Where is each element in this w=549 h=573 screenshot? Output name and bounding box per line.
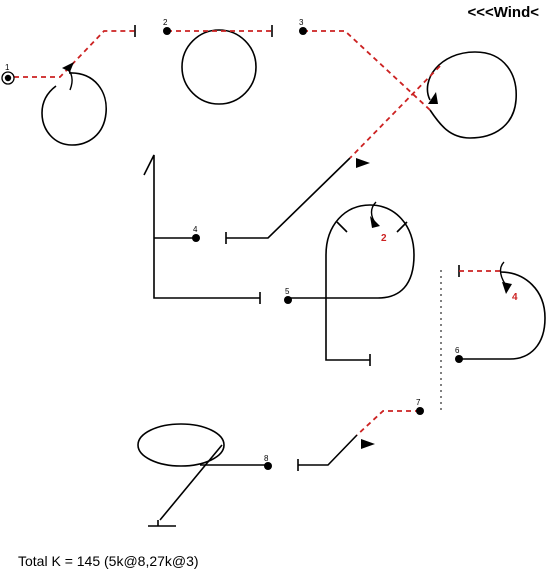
- path-6: [459, 271, 546, 360]
- loop-1: [41, 72, 107, 146]
- path-7: [298, 434, 358, 466]
- node-label-4: 4: [193, 225, 198, 234]
- loop-8: [137, 423, 225, 467]
- arrow-curve: [65, 67, 73, 91]
- node-label-6: 6: [455, 346, 460, 355]
- wind-path-7: [356, 410, 420, 436]
- node-label-3: 3: [299, 18, 304, 27]
- node-2-dot[interactable]: [163, 27, 171, 35]
- node-8-dot[interactable]: [264, 462, 272, 470]
- arrow-icon: [356, 158, 370, 168]
- node-label-7: 7: [416, 398, 421, 407]
- arrow-icon: [62, 62, 74, 72]
- arrow-icon: [428, 92, 438, 104]
- k-marker-2: 2: [381, 233, 387, 244]
- cross-5b: [396, 221, 408, 233]
- node-label-5: 5: [285, 287, 290, 296]
- arrow-curve: [370, 201, 377, 225]
- loop-2: [181, 29, 257, 105]
- node-7-dot[interactable]: [416, 407, 424, 415]
- arrow-curve: [499, 261, 509, 289]
- path-8-diagonal: [159, 444, 223, 521]
- node-5-dot[interactable]: [284, 296, 292, 304]
- node-label-1: 1: [5, 63, 10, 72]
- cross-5a: [336, 221, 348, 233]
- node-label-2: 2: [163, 18, 168, 27]
- node-4-dot[interactable]: [192, 234, 200, 242]
- loop-5: [288, 204, 415, 361]
- wind-path-3: [303, 30, 431, 111]
- wind-path-3b: [349, 65, 441, 159]
- wind-path-1: [14, 30, 135, 78]
- arrow-icon: [361, 439, 375, 449]
- node-3-dot[interactable]: [299, 27, 307, 35]
- path-4-diagonal: [226, 157, 351, 239]
- node-label-8: 8: [264, 454, 269, 463]
- total-k-label: Total K = 145 (5k@8,27k@3): [18, 553, 199, 569]
- arrow-icon: [502, 282, 512, 294]
- start-node-1-dot[interactable]: [4, 74, 12, 82]
- path-4: [143, 154, 260, 299]
- loop-3: [426, 51, 517, 139]
- wind-direction-label: <<<Wind<: [467, 4, 539, 21]
- k-marker-4: 4: [512, 292, 518, 303]
- node-6-dot[interactable]: [455, 355, 463, 363]
